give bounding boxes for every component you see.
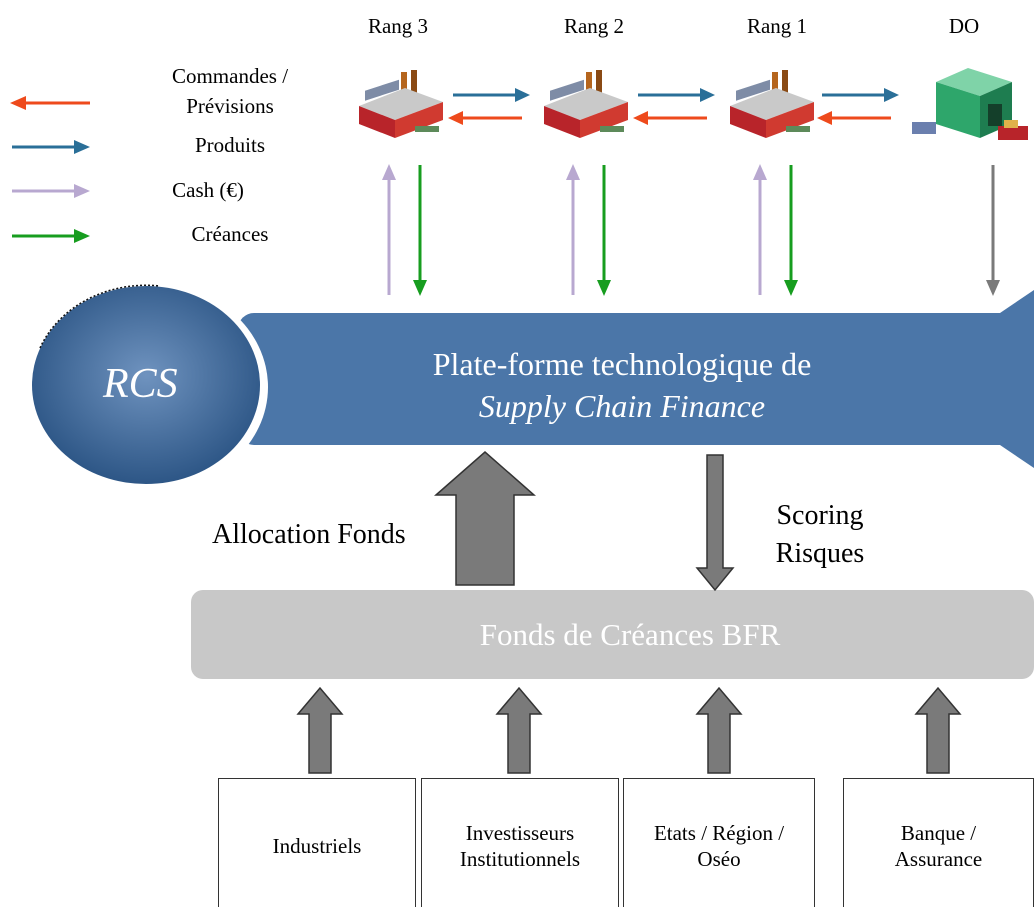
source-label: Industriels xyxy=(272,833,362,858)
scoring-label: Scoring Risques xyxy=(775,500,865,569)
gray-arrows xyxy=(296,451,962,774)
platform-band xyxy=(238,290,1034,468)
vertical-arrows xyxy=(382,164,1000,296)
legend-products-label: Produits xyxy=(194,133,265,157)
source-box-investisseurs: Investisseurs Institutionnels xyxy=(421,778,619,907)
source-box-etats: Etats / Région / Oséo xyxy=(623,778,815,907)
legend-orders-label: Commandes / Prévisions xyxy=(171,64,289,118)
factory-icon xyxy=(359,70,443,138)
legend-receivables-label: Créances xyxy=(191,222,269,246)
factory-icon xyxy=(544,70,628,138)
fund-label: Fonds de Créances BFR xyxy=(479,617,781,652)
fund-band xyxy=(191,590,1034,679)
source-label: Banque / Assurance xyxy=(894,820,983,871)
tier-label-rang1: Rang 1 xyxy=(746,14,808,38)
source-box-banque: Banque / Assurance xyxy=(843,778,1034,907)
flow-arrows xyxy=(448,88,899,125)
source-box-industriels: Industriels xyxy=(218,778,416,907)
source-label: Etats / Région / Oséo xyxy=(653,820,785,871)
source-label: Investisseurs Institutionnels xyxy=(459,820,581,871)
platform-title: Plate-forme technologique de xyxy=(432,346,812,382)
warehouse-icon xyxy=(912,68,1028,140)
tier-label-rang2: Rang 2 xyxy=(563,14,625,38)
tier-label-do: DO xyxy=(948,14,980,38)
legend-arrows xyxy=(10,96,90,243)
allocation-label: Allocation Fonds xyxy=(212,519,406,550)
factory-icon xyxy=(730,70,814,138)
tier-label-rang3: Rang 3 xyxy=(367,14,429,38)
rcs-label: RCS xyxy=(103,361,178,407)
legend-cash-label: Cash (€) xyxy=(172,178,244,202)
rcs-circle xyxy=(28,282,268,492)
platform-subtitle: Supply Chain Finance xyxy=(478,388,766,424)
